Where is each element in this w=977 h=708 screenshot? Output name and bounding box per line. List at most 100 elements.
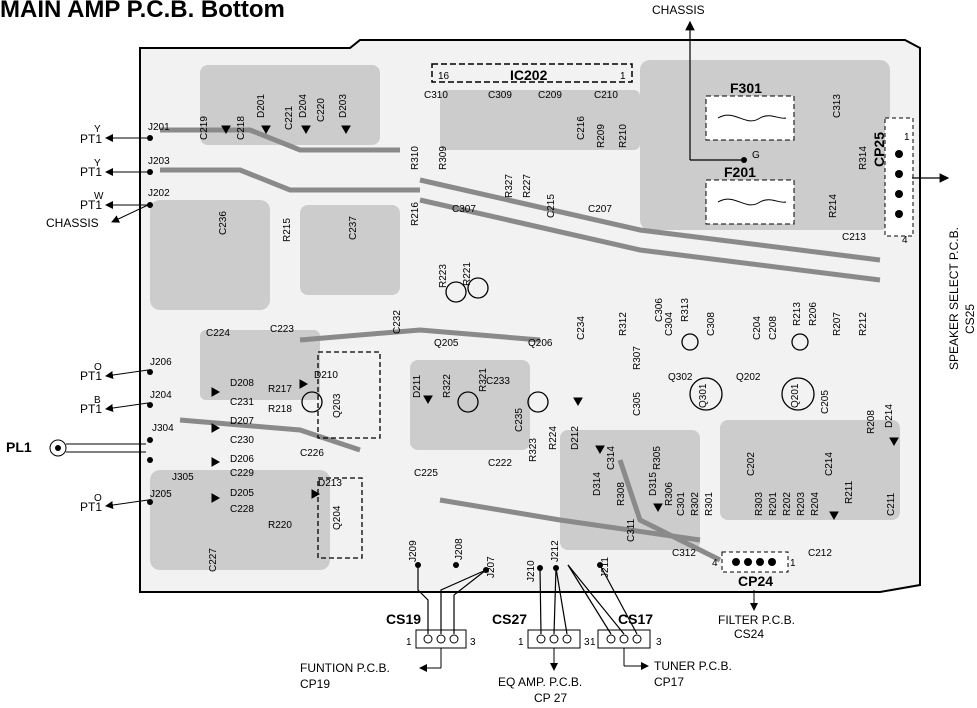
svg-text:D315: D315 [648, 472, 659, 496]
svg-text:4: 4 [902, 235, 908, 246]
svg-text:R215: R215 [282, 218, 293, 242]
svg-text:C234: C234 [576, 316, 587, 340]
wire-o-2: O [94, 493, 102, 504]
svg-text:R323: R323 [528, 438, 539, 462]
svg-text:R313: R313 [680, 298, 691, 322]
svg-text:1: 1 [406, 637, 412, 648]
svg-text:R216: R216 [410, 202, 421, 226]
wire-o-1: O [94, 362, 102, 373]
component-symbols [211, 125, 899, 521]
svg-text:C306: C306 [654, 298, 665, 322]
svg-text:R302: R302 [690, 492, 701, 516]
wire-y-2: Y [94, 158, 101, 169]
svg-text:R214: R214 [828, 194, 839, 218]
left-label-pt1-6: PT1 [80, 500, 102, 514]
svg-text:C233: C233 [486, 376, 510, 387]
svg-text:D214: D214 [884, 404, 895, 428]
svg-text:R207: R207 [832, 312, 843, 336]
ic202-outline [431, 63, 633, 83]
left-label-pt1-5: PT1 [80, 402, 102, 416]
cp24-label: CP24 [738, 573, 773, 589]
svg-text:C228: C228 [230, 504, 254, 515]
svg-text:C309: C309 [488, 90, 512, 101]
svg-text:C314: C314 [606, 446, 617, 470]
svg-text:Q202: Q202 [736, 372, 761, 383]
left-label-pt1-3: PT1 [80, 198, 102, 212]
svg-text:C227: C227 [208, 548, 219, 572]
svg-text:C235: C235 [514, 408, 525, 432]
svg-text:C308: C308 [706, 312, 717, 336]
svg-text:R305: R305 [652, 446, 663, 470]
speaker-ref: CS25 [963, 304, 977, 334]
svg-text:R314: R314 [858, 146, 869, 170]
svg-text:Q204: Q204 [332, 505, 343, 530]
svg-text:Q206: Q206 [528, 338, 553, 349]
svg-text:D208: D208 [230, 378, 254, 389]
svg-text:D207: D207 [230, 416, 254, 427]
svg-text:R202: R202 [782, 492, 793, 516]
svg-text:C211: C211 [886, 492, 897, 516]
svg-text:D212: D212 [570, 426, 581, 450]
svg-text:D213: D213 [318, 478, 342, 489]
jack-j210: J210 [526, 560, 537, 582]
svg-text:3: 3 [584, 637, 590, 648]
svg-text:C312: C312 [672, 548, 696, 559]
svg-text:R217: R217 [268, 384, 292, 395]
svg-text:1: 1 [590, 637, 596, 648]
svg-text:C208: C208 [768, 316, 779, 340]
funtion-destination: FUNTION P.C.B. [300, 661, 390, 675]
svg-text:D205: D205 [230, 488, 254, 499]
svg-text:R223: R223 [438, 264, 449, 288]
svg-text:R221: R221 [462, 262, 473, 286]
svg-text:4: 4 [712, 558, 718, 569]
jack-j212: J212 [550, 540, 561, 562]
svg-text:C232: C232 [392, 310, 403, 334]
traces [160, 127, 881, 563]
tuner-destination: TUNER P.C.B. [654, 659, 732, 673]
svg-text:Q201: Q201 [790, 383, 801, 408]
svg-text:C222: C222 [488, 458, 512, 469]
ic202-pin-last: 1 [620, 71, 626, 82]
jack-j209: J209 [408, 540, 419, 562]
jack-j211: J211 [600, 557, 611, 578]
svg-text:R307: R307 [632, 346, 643, 370]
svg-text:R203: R203 [796, 492, 807, 516]
svg-text:R220: R220 [268, 520, 292, 531]
eq-ref: CP 27 [534, 691, 567, 705]
svg-text:R204: R204 [810, 492, 821, 516]
g-label: G [752, 150, 760, 161]
left-label-chassis: CHASSIS [46, 216, 99, 230]
wire-y-1: Y [94, 124, 101, 135]
svg-text:C301: C301 [676, 492, 687, 516]
jack-j203: J203 [148, 156, 170, 167]
svg-text:Q302: Q302 [668, 372, 693, 383]
svg-text:R218: R218 [268, 404, 292, 415]
svg-text:3: 3 [470, 637, 476, 648]
svg-text:R211: R211 [844, 480, 855, 504]
copper-areas [150, 60, 900, 570]
jack-j304: J304 [152, 423, 174, 434]
svg-text:C220: C220 [316, 98, 327, 122]
left-label-pt1-2: PT1 [80, 165, 102, 179]
fuse-f201-label: F201 [724, 164, 756, 180]
svg-text:R321: R321 [478, 368, 489, 392]
svg-text:C212: C212 [808, 548, 832, 559]
svg-text:C231: C231 [230, 397, 254, 408]
svg-text:R209: R209 [596, 124, 607, 148]
filter-ref: CS24 [734, 627, 764, 641]
svg-text:C313: C313 [832, 94, 843, 118]
svg-text:R212: R212 [858, 312, 869, 336]
svg-text:C225: C225 [414, 468, 438, 479]
svg-text:R208: R208 [866, 410, 877, 434]
cs19-label: CS19 [386, 611, 421, 627]
svg-text:Q205: Q205 [434, 338, 459, 349]
svg-text:1: 1 [790, 558, 796, 569]
svg-text:R306: R306 [664, 482, 675, 506]
chassis-top-label: CHASSIS [652, 3, 705, 17]
speaker-destination: SPEAKER SELECT P.C.B. [947, 227, 961, 370]
svg-text:D206: D206 [230, 454, 254, 465]
tuner-ref: CP17 [654, 675, 684, 689]
left-label-pl1: PL1 [6, 439, 32, 455]
funtion-ref: CP19 [300, 677, 330, 691]
wire-w: W [94, 191, 104, 202]
